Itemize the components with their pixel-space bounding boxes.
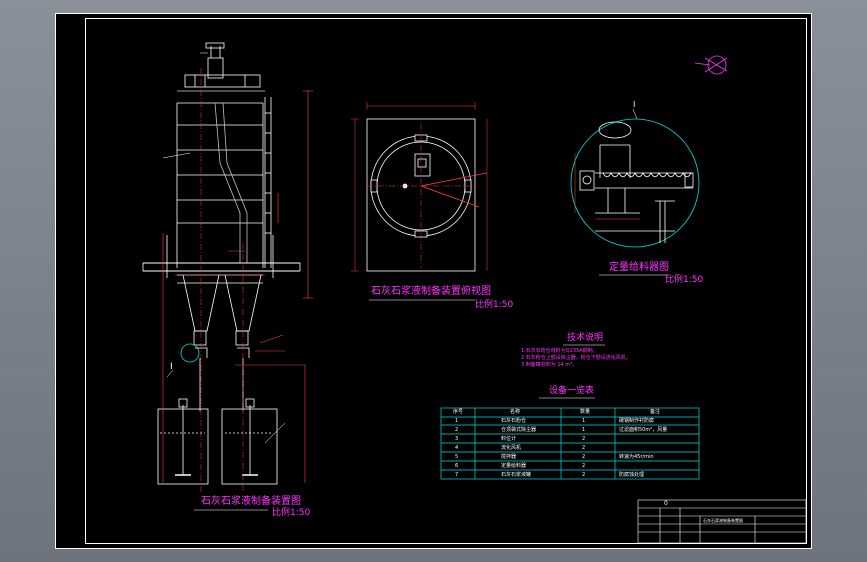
elevation-centerlines [200, 68, 244, 493]
table-cell: 7 [455, 472, 459, 478]
table-cell: 1 [455, 418, 459, 424]
table-header-no: 序号 [453, 409, 464, 415]
table-cell: 6 [455, 463, 459, 469]
detail-scale: 比例1:50 [665, 275, 704, 285]
table-cell: 搅拌器 [501, 454, 517, 460]
bag-filter [207, 57, 224, 79]
table-cell: 料位计 [501, 436, 517, 442]
detail-circle-i [180, 343, 200, 363]
table-cell: 4 [455, 445, 459, 451]
detail-boundary-circle [570, 118, 700, 248]
outer-frame [55, 13, 812, 549]
notes-title: 技术说明 [567, 333, 604, 343]
table-cell: 仓顶袋式除尘器 [501, 427, 537, 433]
table-cell: 1 [582, 418, 586, 424]
slurry-tank-right [221, 408, 278, 485]
table-cell: 2 [582, 436, 586, 442]
elevation-dimensions [162, 90, 313, 483]
table-cell: 2 [582, 463, 586, 469]
table-header-qty: 数量 [580, 409, 591, 415]
drawing-sheet[interactable]: 石灰石浆液制备装置图 比例1:50 I 石灰石浆液制备装置俯视图 比例1:50 … [55, 13, 812, 549]
table-cell: 防腐蚀处理 [619, 472, 645, 478]
screw-conveyor [602, 172, 692, 178]
elevation-scale: 比例1:50 [272, 508, 311, 518]
plan-slab [366, 118, 476, 272]
table-cell: 1 [582, 427, 586, 433]
table-cell: 转速为45r/min [619, 454, 654, 460]
detail-title: 定量给料器图 [609, 262, 669, 273]
table-cell: 2 [582, 472, 586, 478]
plan-dimensions [351, 102, 488, 272]
table-cell: 石灰石粉仓 [501, 418, 527, 424]
table-cell: 定量给料器 [501, 463, 527, 469]
table-cell: 2 [582, 454, 586, 460]
plan-scale: 比例1:50 [475, 300, 514, 310]
detail-marker: I [633, 100, 636, 109]
note-line-1: 1.石灰石粉仓材料为Q235A钢制。 [521, 348, 598, 354]
table-title: 设备一览表 [549, 386, 595, 396]
drawing-linework [55, 13, 812, 549]
elevation-view [142, 42, 301, 485]
plan-title: 石灰石浆液制备装置俯视图 [371, 286, 491, 297]
plan-view [366, 118, 488, 272]
detail-view [570, 118, 700, 248]
table-cell: 2 [455, 427, 459, 433]
north-arrow [694, 55, 728, 75]
table-cell: 石灰石浆液罐 [501, 472, 532, 478]
top-railing [184, 74, 261, 88]
table-cell: 2 [582, 445, 586, 451]
title-block-drawing-name: 石灰石浆液制备装置图 [703, 518, 743, 523]
equipment-table-grid [440, 407, 700, 480]
table-cell: 碳钢制作衬防腐 [619, 418, 655, 424]
elevation-title: 石灰石浆液制备装置图 [201, 496, 301, 507]
inner-frame [85, 18, 807, 544]
table-header-remark: 备注 [650, 409, 661, 415]
note-line-2: 2.石灰粉仓上部设除尘器，粉仓下部设流化风机。 [521, 355, 631, 361]
note-line-3: 3.制备罐容积为 14 m³。 [521, 362, 578, 368]
table-header-name: 名称 [510, 409, 521, 415]
table-cell: 3 [455, 436, 459, 442]
sheet-number: 0 [664, 500, 668, 507]
table-cell: 流化风机 [501, 445, 522, 451]
title-block-grid [637, 499, 807, 544]
table-cell: 过滤面积50m²，风量 [619, 427, 668, 433]
table-cell: 5 [455, 454, 459, 460]
elevation-detail-marker: I [170, 362, 173, 372]
